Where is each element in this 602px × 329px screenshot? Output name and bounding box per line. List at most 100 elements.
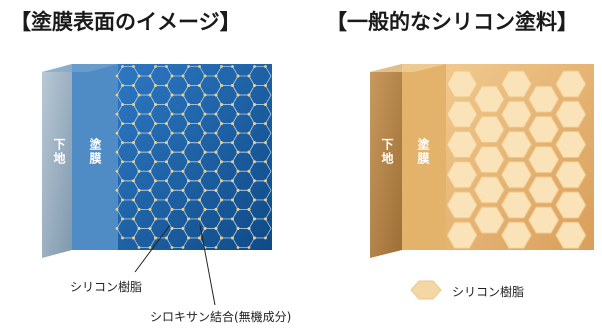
node [231, 141, 234, 145]
node [121, 103, 124, 106]
silicone-hexagon [446, 131, 478, 159]
node [165, 198, 168, 202]
silicone-hexagon [473, 206, 505, 234]
node [137, 150, 141, 154]
silicone-hexagon [473, 176, 505, 204]
node [247, 188, 251, 192]
node [220, 65, 223, 68]
node [137, 112, 141, 116]
node [115, 207, 119, 211]
node [187, 198, 190, 202]
node [214, 74, 218, 78]
node [236, 227, 240, 230]
node [253, 160, 256, 164]
coating-label-left: 塗膜 [88, 138, 102, 166]
node [253, 141, 256, 145]
node [247, 150, 251, 154]
node [236, 150, 240, 154]
node [137, 131, 141, 135]
node [154, 198, 157, 202]
node [253, 65, 256, 68]
node [187, 179, 190, 183]
node [214, 227, 218, 230]
node [264, 217, 267, 221]
node [154, 236, 157, 240]
node [214, 207, 218, 211]
silicone-hexagon [555, 221, 587, 249]
substrate-label-right: 下地 [380, 138, 394, 166]
node [154, 103, 157, 106]
node [154, 122, 157, 126]
node [137, 188, 141, 192]
node [236, 112, 240, 116]
node [220, 198, 223, 202]
node [198, 65, 201, 68]
node [264, 198, 267, 202]
node [170, 188, 174, 192]
node [121, 160, 124, 164]
substrate-layer [42, 64, 72, 258]
silicone-hexagon [555, 100, 587, 128]
node [187, 65, 190, 68]
node [198, 236, 201, 240]
node [187, 141, 190, 145]
node [247, 74, 251, 78]
node [231, 217, 234, 221]
node [121, 122, 124, 126]
node [170, 227, 174, 230]
node [148, 74, 152, 78]
node [154, 141, 157, 145]
silicone-hexagon [500, 191, 532, 219]
silicone-hexagon [500, 100, 532, 128]
node [121, 198, 124, 202]
node [220, 160, 223, 164]
node [132, 103, 135, 106]
node [154, 160, 157, 164]
node [170, 207, 174, 211]
node [198, 217, 201, 221]
node [264, 84, 267, 87]
node [181, 188, 185, 192]
node [170, 131, 174, 135]
node [181, 131, 185, 135]
node [165, 122, 168, 126]
node [214, 131, 218, 135]
node [148, 246, 152, 249]
node [187, 103, 190, 106]
node [203, 227, 207, 230]
node [198, 198, 201, 202]
node [220, 236, 223, 240]
node [132, 198, 135, 202]
node [214, 188, 218, 192]
node [170, 169, 174, 173]
node [181, 246, 185, 249]
node [231, 236, 234, 240]
node [231, 179, 234, 183]
node [137, 207, 141, 211]
node [253, 217, 256, 221]
silicone-hexagon [555, 70, 587, 98]
coating-body [118, 64, 272, 250]
node [137, 169, 141, 173]
node [170, 150, 174, 154]
node [264, 160, 267, 164]
silicone-resin-nodes [115, 65, 267, 249]
node [236, 74, 240, 78]
node [115, 227, 119, 230]
node [181, 93, 185, 97]
node [115, 169, 119, 173]
node [137, 74, 141, 78]
node [121, 141, 124, 145]
silicone-hexagon [555, 131, 587, 159]
substrate-layer-right [370, 64, 402, 258]
node [231, 65, 234, 68]
node [187, 160, 190, 164]
node [181, 74, 185, 78]
node [264, 103, 267, 106]
node [115, 74, 119, 78]
node [236, 131, 240, 135]
silicone-hexagon [528, 146, 560, 174]
node [264, 65, 267, 68]
node [231, 122, 234, 126]
